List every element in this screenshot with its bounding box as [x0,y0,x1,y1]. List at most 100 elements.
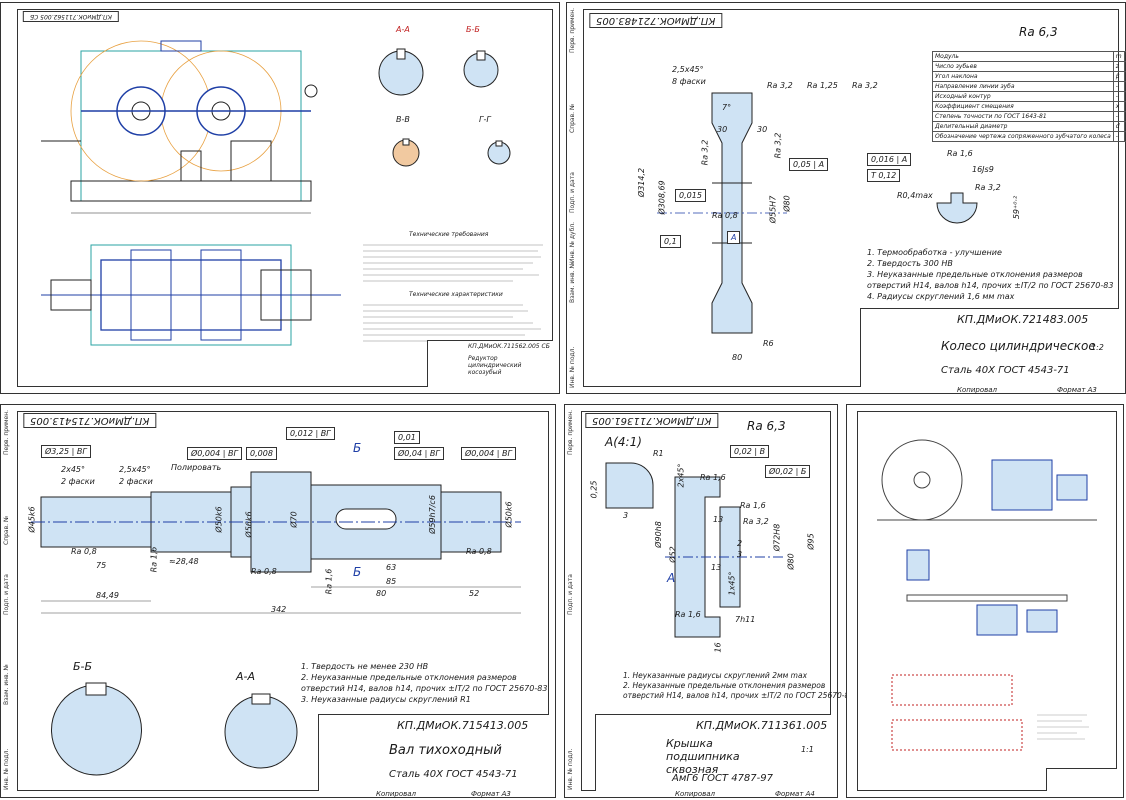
sheet-frame [17,9,553,387]
rotated-code: КП.ДМиОК.711361.005 [585,413,719,428]
dim-ra-16-1: Ra 1,6 [149,546,159,573]
param-row: Исходный контур-ГОСТ 13755-81 [932,91,1126,102]
param-cell: β [1112,71,1125,82]
dim-d59: Ø59h7/c6 [427,495,437,534]
copy-label: Копировал [376,790,416,798]
stamp-scale: 1:2 [1091,343,1104,352]
dim-d70: Ø70 [289,511,299,528]
chamfer-left-count: 2 фаски [61,477,95,486]
tolerance-flat: 0,1 [660,235,681,248]
dim-d50: Ø50k6 [214,506,224,533]
section-aa-drawing [378,48,424,96]
tol-coaxial: Ø0,02 | Б [765,465,811,478]
view-mark-a: А [667,571,676,585]
chamfer-right: 2,5x45° [119,465,151,474]
section-label-vv: В-В [396,115,410,124]
stamp-material: Сталь 40Х ГОСТ 4543-71 [389,769,518,780]
param-cell: x [1112,101,1125,112]
section-bb-drawing [51,682,142,776]
stamp-code: КП.ДМиОК.711562.005 СБ [468,343,550,350]
stamp-title: Редуктор цилиндрический косозубый [468,355,522,376]
tolerance-parallel: 0,015 [675,189,706,202]
dim-chamfer-2: 1x45° [727,571,737,596]
param-cell: Степень точности по ГОСТ 1643-81 [932,111,1114,122]
dim-tip-diameter: Ø314,2 [637,167,647,198]
sheet-shaft: Перв. примен. Справ. № Подп. и дата Взам… [0,404,556,798]
side-strip: Перв. примен. Справ. № Подп. и дата Инв.… [569,7,576,388]
tol-face: 0,012 | ВГ [286,427,335,440]
assembly-top-view [41,244,341,346]
detail-025: 0,25 [589,480,599,499]
sheet-gear-wheel: Перв. примен. Справ. № Подп. и дата Инв.… [566,2,1126,394]
copy-label: Копировал [675,790,715,798]
title-block: КП.ДМиОК.711361.005 Крышка подшипника ск… [595,714,831,791]
keyway-ra-2: Ra 3,2 [975,183,1001,192]
tol-keyway-2: Т 0,12 [867,169,901,182]
param-row: Модульm2 [932,51,1126,62]
dim-hub: Ø80 [782,195,792,212]
dim-2: 2 [737,539,743,548]
param-cell: Исходный контур [932,91,1114,102]
param-row: Степень точности по ГОСТ 1643-81-9 [932,111,1126,122]
shaft-view [31,471,521,573]
cover-notes: 1. Неуказанные радиусы скруглений 2мм ma… [623,671,855,700]
section-title-bb: Б-Б [73,660,93,673]
dim-d45: Ø45k6 [27,506,37,533]
polish-note: Полировать [171,463,222,472]
section-label-aa: А-А [396,25,410,34]
section-mark-b1: Б [353,441,362,455]
stamp-scale: 1:1 [801,745,814,754]
dim-342: 342 [271,605,287,614]
stamp-code: КП.ДМиОК.711361.005 [696,719,828,732]
param-cell: Делительный диаметр [932,121,1114,132]
tol-parallel: 0,02 | В [730,445,770,458]
stamp-material: Сталь 40Х ГОСТ 4543-71 [941,365,1070,376]
param-cell: Обозначение чертежа сопряженного зубчато… [932,131,1114,142]
roughness-main: Ra 6,3 [747,419,786,433]
rotated-code: КП.ДМиОК.711562.005 СБ [23,11,119,22]
dim-28: ≈28,48 [169,557,199,566]
param-cell: d [1112,121,1125,132]
tol-cyl-1: Ø0,004 | ВГ [187,447,242,460]
title-block: КП.ДМиОК.715413.005 Вал тихоходный Сталь… [318,714,549,791]
tol-runout-left: Ø3,25 | ВГ [41,445,91,458]
gear-notes: 1. Термообработка - улучшение 2. Твердос… [867,248,1114,301]
param-cell: m [1112,51,1125,62]
section-label-bb: Б-Б [466,25,480,34]
tolerance-runout: 0,05 | А [789,158,829,171]
dim-30-right: 30 [757,125,768,134]
section-label-gg: Г-Г [479,115,491,124]
stamp-title: Колесо цилиндрическое [941,339,1096,353]
param-cell: Коэффициент смещения [932,101,1114,112]
dim-d90: Ø90h8 [653,521,663,548]
detail-3: 3 [623,511,629,520]
param-cell: - [1112,81,1125,92]
dim-d56: Ø56k6 [244,511,254,538]
dim-radius: R6 [763,339,774,348]
dim-bore: Ø55H7 [768,195,778,224]
keyway-section-drawing [936,192,978,224]
drive-overview-drawing [877,439,1097,751]
stamp-code: КП.ДМиОК.721483.005 [957,313,1089,326]
rotated-code: КП.ДМиОК.721483.005 [589,13,723,28]
keyway-depth: 59⁺⁰·² [1012,195,1022,220]
sheet-frame [857,411,1117,791]
chamfer-left: 2x45° [61,465,86,474]
dim-ra-08-3: Ra 0,8 [466,547,492,556]
tech-char-title: Технические характеристики [409,291,503,298]
dim-ra-16-top: Ra 1,6 [700,473,726,482]
tol-cyl-3: 0,01 [394,431,420,444]
side-strip: Перв. примен. Справ. № Подп. и дата Взам… [3,409,10,790]
section-aa-drawing [224,693,298,769]
dim-d52: Ø52 [668,546,678,563]
dim-width: 80 [732,353,743,362]
side-strip: Перв. примен. Подп. и дата Инв. № подл. [567,409,574,790]
dim-ra-side: Ra 3,2 [700,139,710,166]
param-cell: Модуль [932,51,1114,62]
param-cell: Число зубьев [932,61,1114,72]
format-label: Формат А4 [775,790,815,798]
dim-30-left: 30 [717,125,728,134]
dim-63: 63 [386,563,397,572]
stamp-title: Вал тихоходный [389,743,502,758]
section-title-aa: А-А [236,670,256,683]
